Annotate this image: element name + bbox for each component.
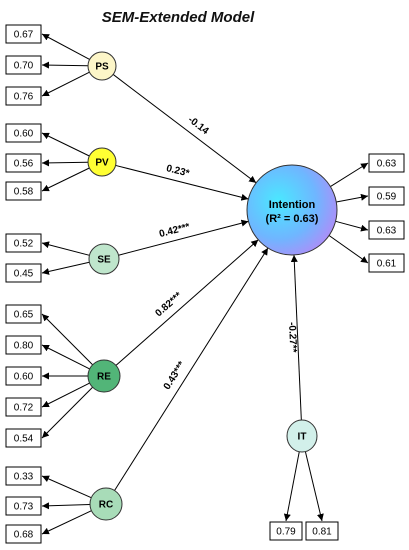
loading-arrow-intention-3 bbox=[335, 220, 369, 232]
path-arrow-ps-intention bbox=[112, 74, 257, 184]
indicator-box-rc-1-value: 0.33 bbox=[14, 472, 34, 483]
loading-arrow-rc-1 bbox=[41, 475, 92, 499]
path-coefficient-ps: -0.14 bbox=[186, 114, 211, 137]
path-arrow-se-intention bbox=[118, 219, 249, 256]
indicator-box-re-2 bbox=[5, 335, 42, 355]
indicator-box-intention-4 bbox=[368, 253, 405, 273]
loading-arrow-re-2 bbox=[41, 344, 90, 370]
path-arrow-re-intention bbox=[115, 239, 259, 366]
indicator-box-intention-4-value: 0.61 bbox=[377, 259, 397, 270]
indicator-box-re-2-value: 0.80 bbox=[14, 341, 34, 352]
loading-arrow-ps-3 bbox=[41, 71, 90, 97]
indicator-box-rc-2-value: 0.73 bbox=[14, 502, 34, 513]
construct-node-ps bbox=[87, 51, 117, 81]
loading-arrow-pv-3 bbox=[41, 167, 90, 192]
path-coefficient-it: -0.27** bbox=[286, 322, 298, 353]
loading-arrow-ps-2 bbox=[41, 61, 89, 69]
indicator-box-intention-3 bbox=[368, 220, 405, 240]
diagram-title: SEM-Extended Model bbox=[102, 9, 255, 26]
indicator-box-se-1 bbox=[5, 233, 42, 253]
loading-arrow-it-1 bbox=[283, 451, 300, 522]
indicator-box-rc-1 bbox=[5, 466, 42, 486]
indicator-box-re-1 bbox=[5, 304, 42, 324]
loading-arrow-pv-2 bbox=[41, 159, 89, 167]
indicator-box-ps-1-value: 0.67 bbox=[14, 30, 34, 41]
indicator-box-ps-2 bbox=[5, 55, 42, 75]
loading-arrow-ps-1 bbox=[41, 33, 90, 60]
indicator-box-intention-3-value: 0.63 bbox=[377, 226, 397, 237]
construct-label-se: SE bbox=[97, 255, 111, 266]
path-arrow-it-intention bbox=[290, 254, 302, 421]
path-coefficient-re: 0.82*** bbox=[153, 290, 184, 319]
intention-node bbox=[246, 164, 338, 256]
indicator-box-ps-1 bbox=[5, 24, 42, 44]
construct-label-it: IT bbox=[298, 432, 307, 443]
construct-node-rc bbox=[89, 487, 123, 521]
loading-arrow-re-4 bbox=[41, 382, 90, 408]
indicator-box-intention-1-value: 0.63 bbox=[377, 159, 397, 170]
indicator-box-ps-2-value: 0.70 bbox=[14, 61, 34, 72]
indicator-box-it-1 bbox=[269, 521, 303, 541]
indicator-box-re-3 bbox=[5, 366, 42, 386]
loading-arrow-intention-4 bbox=[328, 235, 369, 264]
construct-label-ps: PS bbox=[95, 62, 109, 73]
indicator-box-rc-3-value: 0.68 bbox=[14, 530, 34, 541]
indicator-box-pv-1 bbox=[5, 123, 42, 143]
indicator-box-intention-1 bbox=[368, 153, 405, 173]
indicator-box-re-5 bbox=[5, 428, 42, 448]
indicator-box-it-2 bbox=[305, 521, 339, 541]
construct-node-it bbox=[286, 419, 318, 453]
construct-node-re bbox=[87, 359, 121, 393]
edges-layer bbox=[41, 33, 369, 535]
construct-label-pv: PV bbox=[95, 158, 109, 169]
path-coefficients-layer: -0.140.23*0.42***0.82***0.43***-0.27** bbox=[153, 114, 298, 391]
intention-r2: (R² = 0.63) bbox=[266, 213, 319, 225]
path-arrow-pv-intention bbox=[115, 164, 249, 201]
indicator-box-re-4-value: 0.72 bbox=[14, 403, 34, 414]
indicator-box-intention-2-value: 0.59 bbox=[377, 192, 397, 203]
indicator-box-pv-2 bbox=[5, 153, 42, 173]
indicator-box-pv-3 bbox=[5, 181, 42, 201]
loading-arrow-se-1 bbox=[41, 241, 90, 256]
loading-arrow-rc-3 bbox=[41, 510, 92, 535]
construct-label-re: RE bbox=[97, 372, 111, 383]
loading-arrow-re-1 bbox=[41, 313, 93, 366]
indicator-box-intention-2 bbox=[368, 186, 405, 206]
loading-arrow-re-5 bbox=[41, 386, 93, 439]
loading-arrow-intention-1 bbox=[330, 162, 369, 187]
loading-arrow-rc-2 bbox=[41, 502, 91, 510]
indicator-box-pv-2-value: 0.56 bbox=[14, 159, 34, 170]
loading-arrow-intention-2 bbox=[336, 193, 369, 203]
indicator-box-re-3-value: 0.60 bbox=[14, 372, 34, 383]
indicator-box-re-4 bbox=[5, 397, 42, 417]
indicator-box-re-5-value: 0.54 bbox=[14, 434, 34, 445]
loading-arrow-pv-1 bbox=[41, 132, 90, 157]
loading-arrow-se-2 bbox=[41, 261, 90, 275]
indicator-box-pv-1-value: 0.60 bbox=[14, 129, 34, 140]
construct-label-rc: RC bbox=[99, 500, 113, 511]
indicator-box-rc-2 bbox=[5, 496, 42, 516]
indicator-box-re-1-value: 0.65 bbox=[14, 310, 34, 321]
indicator-box-ps-3 bbox=[5, 86, 42, 106]
indicator-box-it-2-value: 0.81 bbox=[312, 527, 332, 538]
path-coefficient-rc: 0.43*** bbox=[162, 360, 188, 392]
indicator-box-se-1-value: 0.52 bbox=[14, 239, 34, 250]
construct-node-se bbox=[88, 243, 120, 275]
indicator-box-pv-3-value: 0.58 bbox=[14, 187, 34, 198]
indicator-boxes-layer: 0.67 0.70 0.76 0.60 0.56 0.58 0.52 0.45 0.65 0.80… bbox=[5, 24, 405, 544]
path-coefficient-pv: 0.23* bbox=[165, 163, 190, 179]
construct-nodes-layer: PS PV SE RE RC IT Intention (R² = 0.63) bbox=[87, 51, 338, 521]
construct-node-pv bbox=[87, 147, 117, 177]
indicator-box-it-1-value: 0.79 bbox=[276, 527, 296, 538]
path-arrow-rc-intention bbox=[114, 247, 269, 491]
indicator-box-rc-3 bbox=[5, 524, 42, 544]
indicator-box-se-2-value: 0.45 bbox=[14, 269, 34, 280]
indicator-box-ps-3-value: 0.76 bbox=[14, 92, 34, 103]
indicator-box-se-2 bbox=[5, 263, 42, 283]
intention-label: Intention bbox=[269, 199, 316, 211]
loading-arrow-it-2 bbox=[304, 451, 324, 522]
